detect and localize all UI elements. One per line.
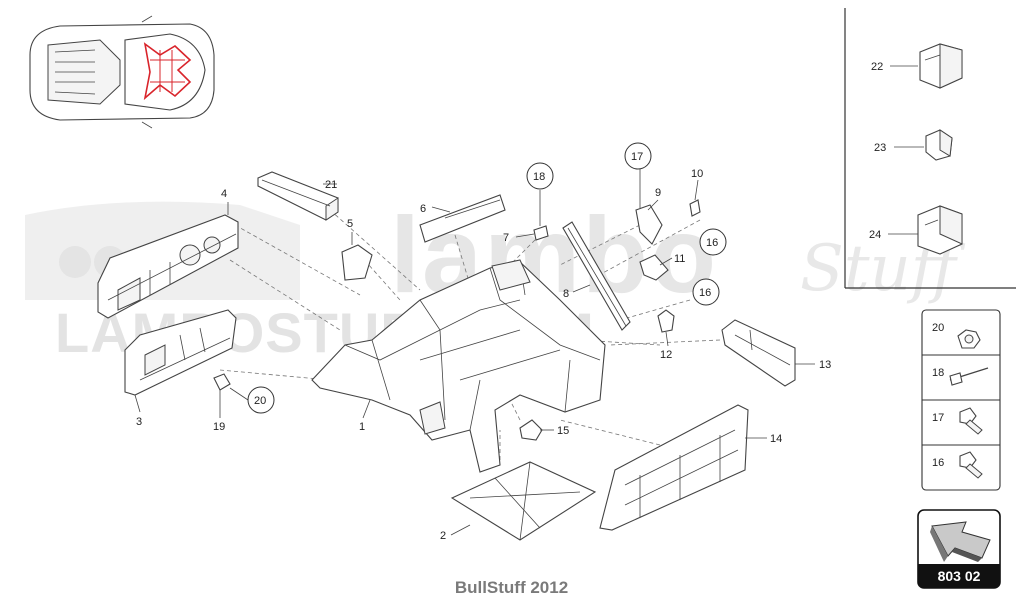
callout-21: 21: [325, 179, 337, 191]
part-9-bracket[interactable]: [635, 204, 663, 245]
callout-circle-20: [247, 386, 275, 414]
part-23-block[interactable]: [925, 129, 953, 161]
callout-2: 2: [440, 530, 446, 542]
callout-18: 18: [533, 171, 545, 183]
callout-23: 23: [874, 142, 886, 154]
callout-17: 17: [631, 151, 643, 163]
callout-7: 7: [503, 232, 509, 244]
callout-19: 19: [213, 421, 225, 433]
part-6-plate[interactable]: [419, 194, 506, 243]
bolt-icon: [959, 451, 983, 479]
legend-number-18: 18: [932, 367, 944, 379]
car-locator-thumbnail: [29, 15, 215, 129]
part-2-floor-tray[interactable]: [450, 461, 597, 541]
callout-circle-18: [526, 162, 554, 190]
part-8-strip[interactable]: [562, 221, 631, 331]
part-10-clip[interactable]: [689, 199, 701, 217]
callout-12: 12: [660, 349, 672, 361]
assembly-dash-lines: [219, 209, 721, 460]
part-7-clip[interactable]: [533, 225, 549, 241]
callout-5: 5: [347, 218, 353, 230]
callouts: 21 4 5 6 7 18 8 17 9 10 16 11 16 12 13 1…: [136, 61, 886, 542]
callout-22: 22: [871, 61, 883, 73]
callout-14: 14: [770, 433, 782, 445]
callout-3: 3: [136, 416, 142, 428]
part-22-bracket[interactable]: [919, 43, 963, 89]
legend-number-20: 20: [932, 322, 944, 334]
part-21-rail[interactable]: [257, 171, 339, 221]
part-11-bracket[interactable]: [639, 254, 669, 281]
bolt-icon: [959, 407, 983, 435]
separator: [844, 8, 1016, 289]
part-14-panel[interactable]: [599, 404, 749, 531]
callout-8: 8: [563, 288, 569, 300]
part-13-side-panel[interactable]: [721, 319, 796, 387]
part-5-bracket[interactable]: [341, 244, 373, 281]
rivet-icon: [949, 367, 989, 386]
callout-16b: 16: [699, 287, 711, 299]
callout-circle-17: [624, 142, 652, 170]
fastener-legend: 20 18 17 16: [921, 309, 1001, 491]
callout-9: 9: [655, 187, 661, 199]
part-1-front-frame[interactable]: [311, 259, 606, 473]
callout-1: 1: [359, 421, 365, 433]
part-24-bracket[interactable]: [917, 205, 963, 255]
leader-lines: [134, 65, 924, 536]
footer-credit: BullStuff 2012: [454, 578, 569, 597]
callout-circle-16b: [692, 278, 720, 306]
callout-4: 4: [221, 188, 227, 200]
callout-13: 13: [819, 359, 831, 371]
callout-20: 20: [254, 395, 266, 407]
callout-circle-16a: [699, 228, 727, 256]
flange-nut-icon: [957, 329, 981, 349]
part-15-bracket[interactable]: [519, 419, 543, 441]
callout-16a: 16: [706, 237, 718, 249]
highlighted-front-frame: [143, 42, 192, 101]
callout-10: 10: [691, 168, 703, 180]
callout-6: 6: [420, 203, 426, 215]
diagram-code: 803 02: [918, 564, 1000, 588]
callout-15: 15: [557, 425, 569, 437]
arrow-right-icon: [930, 521, 991, 562]
legend-number-17: 17: [932, 412, 944, 424]
legend-number-16: 16: [932, 457, 944, 469]
part-3-side-panel[interactable]: [124, 309, 237, 396]
part-4-side-panel[interactable]: [97, 214, 239, 319]
part-19-clip[interactable]: [213, 373, 231, 391]
callout-11: 11: [674, 253, 685, 265]
callout-24: 24: [869, 229, 881, 241]
part-12-nut[interactable]: [657, 309, 675, 333]
